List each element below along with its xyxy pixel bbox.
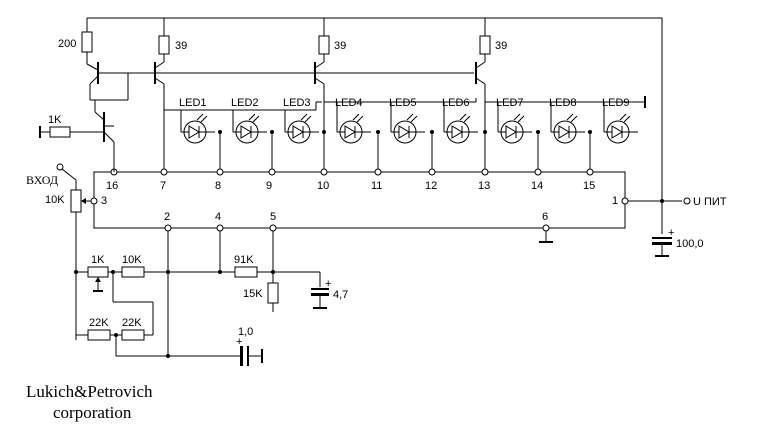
led-junction [536,130,540,134]
capacitor-100-plus: + [668,227,674,239]
led-junction [322,130,326,134]
pin-3-label: 3 [101,195,107,207]
pin-1-terminal [621,197,629,205]
transistor-q4 [475,18,491,172]
vhod-label: ВХОД [26,173,58,187]
pin-5-label: 5 [270,211,276,223]
led-9-label: LED9 [602,97,630,109]
ic-top-pin [216,168,224,176]
pin-12-label: 12 [425,180,437,192]
led-7-label: LED7 [496,97,524,109]
capacitor-100 [652,237,672,257]
resistor-22k-b-label: 22K [122,317,142,329]
ic-top-pin [160,168,168,176]
led-6-label: LED6 [442,97,470,109]
supply-rail [87,17,691,234]
ic-top-pin [374,168,382,176]
pin-16-label: 16 [106,180,118,192]
pot-10k-label: 10K [45,194,65,206]
pin-10-label: 10 [317,180,329,192]
led-junction [218,130,222,134]
credit-line-2: corporation [53,403,132,422]
led-5: LED5 [389,97,425,144]
pin-11-label: 11 [371,180,382,192]
ic-top-pins [110,130,594,176]
resistor-91k-label: 91K [234,254,254,266]
resistor-22k-a-label: 22K [89,317,109,329]
led-bus-2 [324,98,477,103]
credit-line-1: Lukich&Petrovich [26,382,153,401]
transistor-q3 [314,18,330,172]
led-8: LED8 [549,97,585,144]
ic-top-pin [320,168,328,176]
led-junction [376,130,380,134]
capacitor-47-label: 4,7 [333,289,348,301]
led-junction [483,130,487,134]
pin-8-label: 8 [215,180,221,192]
ic-bottom-pins [164,224,553,243]
led-1-label: LED1 [179,97,207,109]
pin-1-label: 1 [612,195,618,207]
capacitor-1-plus: + [236,336,242,348]
led-4-label: LED4 [335,97,363,109]
led-9: LED9 [602,97,638,144]
led-6: LED6 [442,97,478,144]
led-row: LED1 LED2 LED3 LED4 LED5 LED6 LED7 LED8 LED9 [179,97,638,144]
pin-13-label: 13 [478,180,490,192]
pin-9-label: 9 [266,180,272,192]
pin-7-label: 7 [160,180,166,192]
ic-top-pin [534,168,542,176]
pin-4-label: 4 [215,211,221,223]
ic-top-pin [268,168,276,176]
led-2-label: LED2 [231,97,259,109]
input-transistor [39,100,115,172]
pin-2-label: 2 [164,211,170,223]
resistor-200-label: 200 [58,38,76,50]
resistor-39-c-label: 39 [495,40,507,52]
pin-14-label: 14 [531,180,543,192]
capacitor-47-plus: + [325,278,331,290]
ic-top-pin [428,168,436,176]
pot-1k-label: 1K [91,254,105,266]
led-5-label: LED5 [389,97,417,109]
resistor-39-a-label: 39 [175,40,187,52]
led-junction [270,130,274,134]
input-potentiometer [56,163,91,340]
resistor-15k-label: 15K [243,288,263,300]
led-8-label: LED8 [549,97,577,109]
led-3: LED3 [283,97,319,144]
pin-6-label: 6 [542,211,548,223]
resistor-10k-label: 10K [122,254,142,266]
upit-terminal[interactable] [683,197,691,205]
led-2: LED2 [231,97,267,144]
resistor-1k-base-label: 1K [48,114,62,126]
resistor-39-b-label: 39 [334,40,346,52]
pin-15-label: 15 [583,180,595,192]
capacitor-100-label: 100,0 [676,238,704,250]
pin-3-terminal [90,197,98,205]
led-7: LED7 [496,97,532,144]
ic-top-pin [481,168,489,176]
capacitor-1 [240,346,263,366]
transistor-q1 [86,62,129,101]
led-4: LED4 [335,97,371,144]
led-junction [588,130,592,134]
led-bus-1 [164,101,322,111]
led-bus-3 [485,96,646,108]
resistor-200 [81,18,93,64]
pin5-network [230,231,329,312]
ic-top-pin [586,168,594,176]
upit-label: U ПИТ [693,196,727,208]
led-junction [430,130,434,134]
capacitor-1-label: 1,0 [238,326,253,338]
transistor-q2 [154,18,170,172]
led-1: LED1 [179,97,215,144]
lower-network [74,231,240,358]
led-3-label: LED3 [283,97,311,109]
